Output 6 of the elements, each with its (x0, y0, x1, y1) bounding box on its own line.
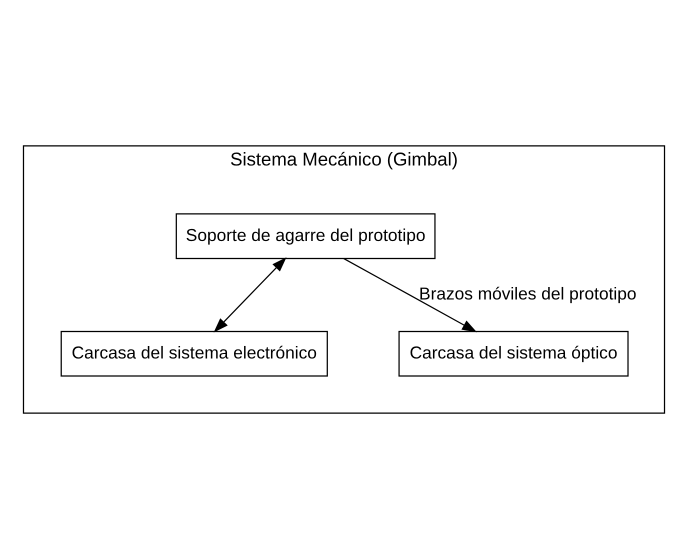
node-box: Carcasa del sistema electrónico (60, 330, 328, 376)
arrow (214, 256, 287, 332)
node-box: Carcasa del sistema óptico (398, 330, 629, 376)
node-box: Soporte de agarre del prototipo (176, 212, 436, 259)
edge-label: Brazos móviles del prototipo (419, 283, 637, 304)
arrow (343, 258, 477, 332)
